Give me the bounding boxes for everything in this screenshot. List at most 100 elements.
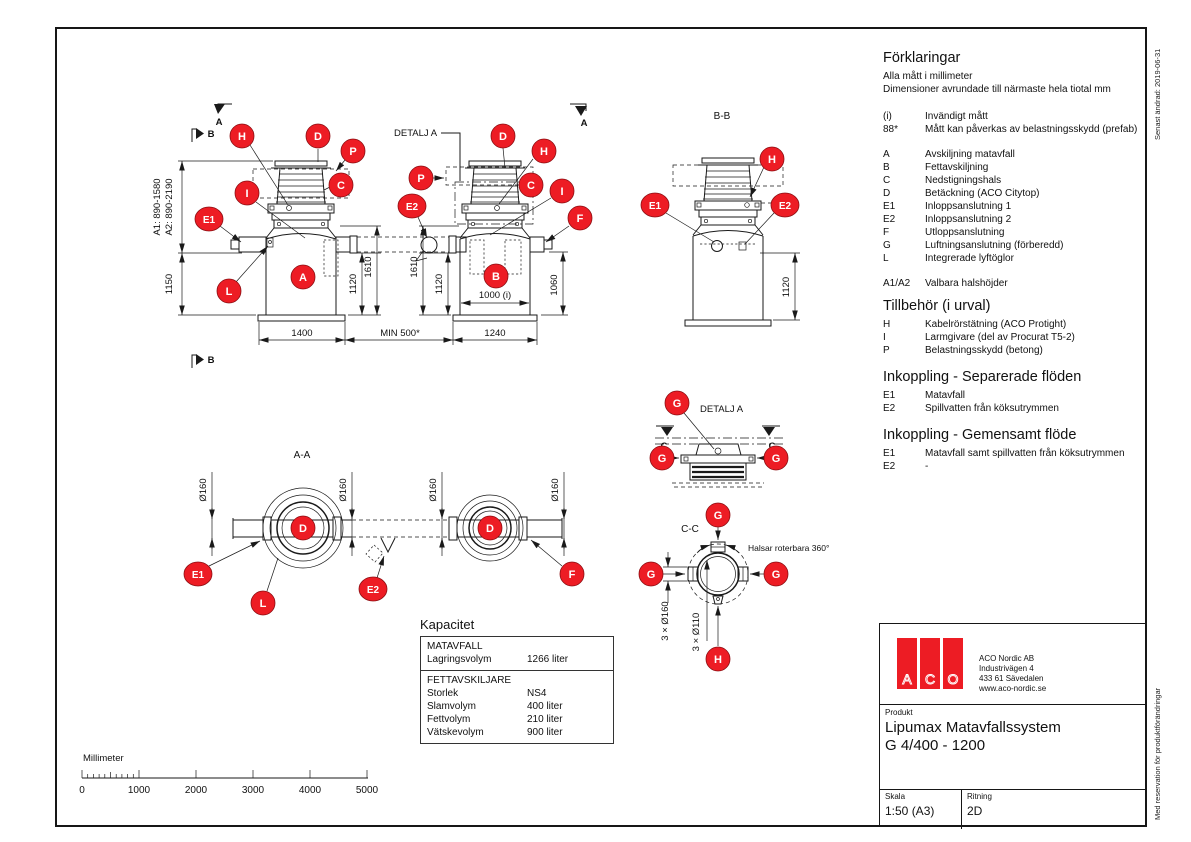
callout-i: I bbox=[234, 180, 260, 206]
svg-text:1610: 1610 bbox=[409, 256, 420, 277]
svg-text:3000: 3000 bbox=[242, 785, 265, 796]
product-label: Produkt bbox=[885, 708, 913, 717]
svg-text:E1: E1 bbox=[192, 570, 205, 581]
company-name: ACO Nordic AB bbox=[979, 654, 1035, 663]
svg-text:DETALJ A: DETALJ A bbox=[700, 404, 744, 415]
svg-text:B: B bbox=[492, 271, 500, 283]
capacity-title: Kapacitet bbox=[420, 617, 475, 632]
section-marker-a-right: A bbox=[570, 103, 588, 129]
svg-text:G: G bbox=[714, 510, 723, 522]
scale-cell: Skala 1:50 (A3) bbox=[880, 790, 962, 829]
svg-text:B: B bbox=[208, 129, 215, 140]
svg-text:A: A bbox=[902, 671, 912, 687]
svg-text:H: H bbox=[714, 654, 722, 666]
scale-bar: Millimeter 0 1000 2000 3000 4000 5000 bbox=[79, 753, 378, 796]
svg-text:A: A bbox=[299, 272, 307, 284]
aco-logo: A C O bbox=[897, 638, 963, 689]
svg-text:E2: E2 bbox=[779, 201, 792, 212]
svg-text:3 × Ø110: 3 × Ø110 bbox=[691, 613, 702, 652]
svg-text:4000: 4000 bbox=[299, 785, 322, 796]
callout-e2-bb: E2 bbox=[770, 192, 800, 218]
callout-e1: E1 bbox=[194, 206, 224, 232]
callout-h2: H bbox=[531, 138, 557, 164]
svg-text:C: C bbox=[337, 180, 345, 192]
callout-c: C bbox=[328, 172, 354, 198]
svg-text:B: B bbox=[208, 355, 215, 366]
product-section: Produkt Lipumax Matavfallssystem G 4/400… bbox=[880, 704, 1146, 790]
svg-text:1240: 1240 bbox=[484, 328, 505, 339]
callout-d-aa2: D bbox=[477, 515, 503, 541]
aa-dim-160-1: Ø160 bbox=[198, 472, 215, 556]
svg-text:1120: 1120 bbox=[781, 277, 792, 297]
front-view-callouts: H D P C I E1 A L D H P C I E2 F B bbox=[194, 123, 593, 304]
callout-e1-bb: E1 bbox=[640, 192, 670, 218]
section-marker-b-bottom: B bbox=[191, 354, 215, 368]
accessories-title: Tillbehör (i urval) bbox=[883, 298, 991, 314]
callout-e1-aa: E1 bbox=[183, 561, 213, 587]
product-name-line1: Lipumax Matavfallssystem bbox=[885, 719, 1061, 736]
callout-e2-aa: E2 bbox=[358, 576, 388, 602]
svg-text:O: O bbox=[948, 671, 959, 687]
detail-a-label: DETALJ A bbox=[394, 128, 438, 139]
svg-text:E2: E2 bbox=[406, 202, 419, 213]
rotatable-note: Halsar roterbara 360° bbox=[748, 543, 829, 553]
svg-text:H: H bbox=[238, 131, 246, 143]
callout-h: H bbox=[229, 123, 255, 149]
svg-text:A2: 890-2190: A2: 890-2190 bbox=[164, 178, 175, 235]
svg-text:I: I bbox=[245, 188, 248, 200]
legend-item: (i)Invändigt mått bbox=[883, 111, 988, 122]
drawing-cell: Ritning 2D bbox=[967, 792, 992, 818]
lifting-eye bbox=[266, 237, 274, 248]
scale-bar-label: Millimeter bbox=[83, 753, 124, 764]
capacity-header: MATAVFALL bbox=[427, 641, 483, 652]
svg-text:L: L bbox=[226, 286, 233, 298]
svg-text:I: I bbox=[560, 186, 563, 198]
callout-h-cc: H bbox=[705, 646, 731, 672]
svg-text:C: C bbox=[925, 671, 935, 687]
svg-text:Ø160: Ø160 bbox=[198, 478, 209, 501]
callout-g-det3: G bbox=[763, 445, 789, 471]
sheet-border bbox=[55, 27, 1147, 827]
title-block: A C O ACO Nordic AB Industrivägen 4 433 … bbox=[879, 623, 1147, 829]
section-marker-b-top: B bbox=[191, 128, 215, 142]
svg-text:1120: 1120 bbox=[434, 274, 445, 294]
svg-text:A1: 890-1580: A1: 890-1580 bbox=[152, 178, 163, 235]
svg-text:B-B: B-B bbox=[714, 111, 731, 122]
callout-i2: I bbox=[549, 178, 575, 204]
section-marker-a-left: A bbox=[214, 103, 232, 128]
svg-text:D: D bbox=[486, 523, 494, 535]
svg-text:0: 0 bbox=[79, 785, 85, 796]
e2-branch bbox=[420, 236, 438, 254]
svg-text:1610: 1610 bbox=[363, 256, 374, 277]
drawing-value: 2D bbox=[967, 804, 983, 818]
callout-h-bb: H bbox=[759, 146, 785, 172]
svg-text:Ø160: Ø160 bbox=[338, 478, 349, 501]
cc-dim-3x110: 3 × Ø110 bbox=[691, 560, 710, 652]
svg-text:G: G bbox=[658, 453, 667, 465]
scale-drawing-row: Skala 1:50 (A3) Ritning 2D bbox=[880, 789, 1146, 829]
svg-text:1000 (i): 1000 (i) bbox=[479, 290, 511, 301]
svg-text:H: H bbox=[768, 154, 776, 166]
callout-p2: P bbox=[408, 165, 434, 191]
callout-l: L bbox=[216, 278, 242, 304]
capacity-header: FETTAVSKILJARE bbox=[427, 675, 512, 686]
aa-view: A-A Ø160 bbox=[183, 450, 585, 616]
callout-c2: C bbox=[518, 172, 544, 198]
